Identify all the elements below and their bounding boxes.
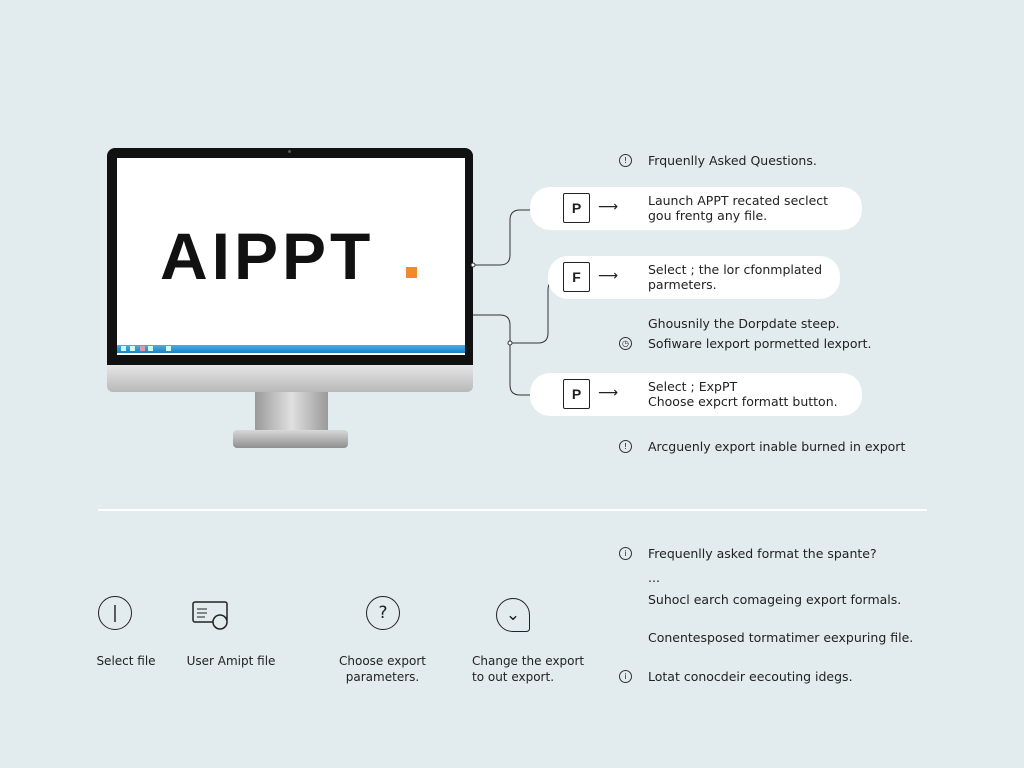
ellipsis: ... [648, 570, 660, 585]
taskbar-icon[interactable] [140, 346, 145, 351]
faq-answer: Conentesposed tormatimer eexpuring file. [648, 630, 914, 645]
taskbar-icon[interactable] [148, 346, 153, 351]
chat-bubble-icon[interactable]: ⌄ [496, 598, 530, 632]
info-icon: i [619, 547, 632, 560]
bottom-label: Select file [96, 654, 156, 668]
taskbar [117, 345, 465, 353]
bottom-label: User Amipt file [186, 654, 276, 668]
monitor-base [233, 430, 348, 448]
info-icon: ! [619, 154, 632, 167]
info-icon: i [619, 670, 632, 683]
question-circle-icon[interactable]: ? [366, 596, 400, 630]
arrow-right-icon: ⟶ [598, 268, 619, 284]
faq-answer: Lotat conocdeir eecouting idegs. [648, 669, 853, 684]
document-icon: F [563, 262, 590, 292]
logo-accent-dot [406, 267, 417, 278]
monitor-screen [117, 158, 465, 355]
note-text: Sofiware lexport pormetted lexport. [648, 336, 872, 351]
taskbar-icon[interactable] [130, 346, 135, 351]
faq-answer: Suhocl earch comageing export formals. [648, 592, 902, 607]
monitor-stand [255, 392, 328, 434]
info-icon: ! [619, 440, 632, 453]
clock-icon: ◷ [619, 337, 632, 350]
bottom-label: Change the export to out export. [472, 654, 585, 684]
taskbar-icon[interactable] [166, 346, 171, 351]
note-text: Ghousnily the Dorpdate steep. [648, 316, 840, 331]
arrow-right-icon: ⟶ [598, 199, 619, 215]
arrow-right-icon: ⟶ [598, 385, 619, 401]
info-circle-icon[interactable]: | [98, 596, 132, 630]
monitor-chin [107, 365, 473, 392]
document-icon: P [563, 379, 590, 409]
document-icon: P [563, 193, 590, 223]
file-settings-icon[interactable] [191, 598, 231, 634]
note-text: Arcguenly export inable burned in export [648, 439, 906, 454]
faq-title: Frquenlly Asked Questions. [648, 153, 817, 168]
divider [98, 509, 927, 511]
faq-question: Frequenlly asked format the spante? [648, 546, 877, 561]
aippt-logo: AIPPT [160, 219, 375, 293]
camera [288, 150, 291, 153]
bottom-label: Choose export parameters. [339, 654, 426, 684]
taskbar-icon[interactable] [121, 346, 126, 351]
